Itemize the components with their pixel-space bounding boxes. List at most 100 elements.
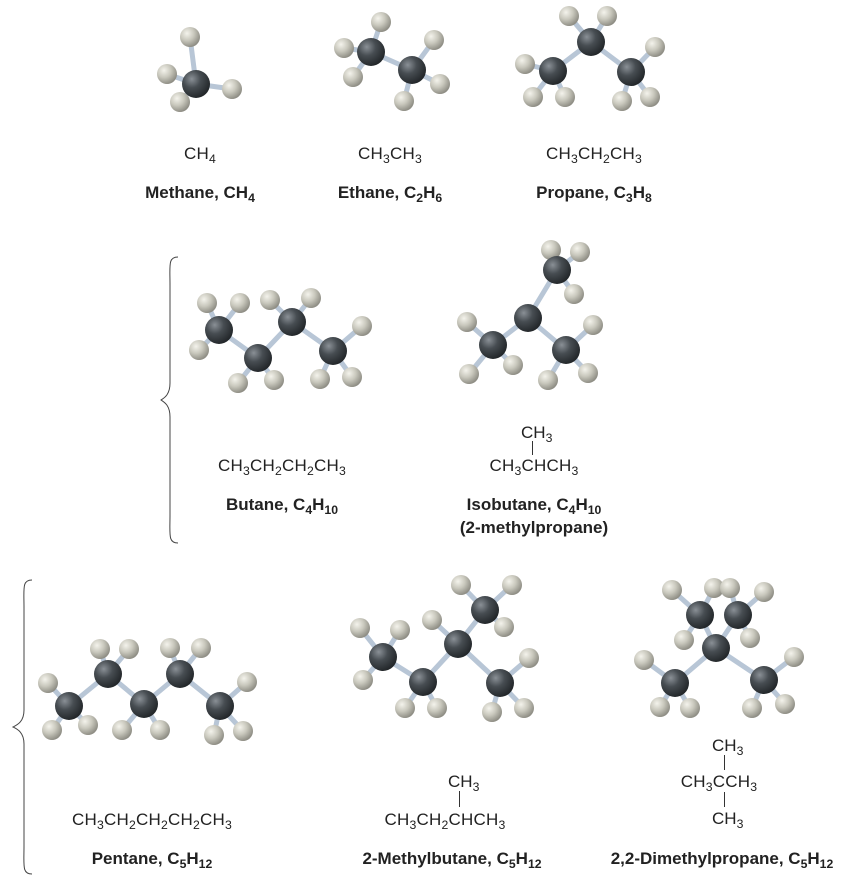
methane-hydrogen-atom: [157, 64, 177, 84]
pentane-hydrogen-atom: [119, 639, 139, 659]
methane-name: Methane, CH4: [145, 183, 255, 205]
propane-hydrogen-atom: [645, 37, 665, 57]
methylbutane-carbon-atom: [471, 596, 499, 624]
butane-hydrogen-atom: [352, 316, 372, 336]
isobutane-hydrogen-atom: [457, 312, 477, 332]
propane-hydrogen-atom: [640, 87, 660, 107]
methylbutane-carbon-atom: [444, 630, 472, 658]
dimethylpropane-hydrogen-atom: [674, 630, 694, 650]
methylbutane-carbon-atom: [409, 668, 437, 696]
butane-hydrogen-atom: [264, 370, 284, 390]
isobutane-branch-ch3: CH3: [521, 423, 553, 445]
dimethylpropane-carbon-atom: [702, 634, 730, 662]
isobutane-branch-bond: [532, 441, 533, 455]
isobutane-hydrogen-atom: [578, 363, 598, 383]
dimethylpropane-hydrogen-atom: [650, 697, 670, 717]
dimethylpropane-hydrogen-atom: [662, 580, 682, 600]
dimethylpropane-hydrogen-atom: [680, 698, 700, 718]
isobutane-hydrogen-atom: [564, 284, 584, 304]
pentane-hydrogen-atom: [112, 720, 132, 740]
brace-pentane-isomers: [12, 579, 33, 875]
pentane-hydrogen-atom: [237, 672, 257, 692]
isobutane-carbon-atom: [479, 331, 507, 359]
propane-carbon-atom: [539, 57, 567, 85]
dimethylpropane-carbon-atom: [750, 666, 778, 694]
butane-hydrogen-atom: [197, 293, 217, 313]
dimethylpropane-top-bond: [724, 755, 725, 770]
isobutane-name: Isobutane, C4H10: [466, 495, 602, 517]
dimethylpropane-hydrogen-atom: [754, 582, 774, 602]
pentane-carbon-atom: [166, 660, 194, 688]
butane-hydrogen-atom: [301, 288, 321, 308]
brace-butane-isomers: [160, 256, 179, 544]
methylbutane-formula: CH3CH2CHCH3: [384, 810, 506, 832]
methane-hydrogen-atom: [222, 79, 242, 99]
isobutane-carbon-atom: [552, 336, 580, 364]
pentane-hydrogen-atom: [204, 725, 224, 745]
ethane-hydrogen-atom: [334, 38, 354, 58]
ethane-hydrogen-atom: [343, 67, 363, 87]
methane-carbon-atom: [182, 70, 210, 98]
pentane-name: Pentane, C5H12: [91, 849, 213, 871]
methane-hydrogen-atom: [170, 92, 190, 112]
isobutane-hydrogen-atom: [503, 355, 523, 375]
isobutane-carbon-atom: [543, 256, 571, 284]
pentane-hydrogen-atom: [42, 720, 62, 740]
isobutane-hydrogen-atom: [583, 315, 603, 335]
ethane-hydrogen-atom: [371, 12, 391, 32]
dimethylpropane-hydrogen-atom: [775, 694, 795, 714]
methylbutane-hydrogen-atom: [502, 575, 522, 595]
dimethylpropane-branch-bottom-ch3: CH3: [712, 809, 744, 831]
pentane-hydrogen-atom: [90, 639, 110, 659]
dimethylpropane-hydrogen-atom: [704, 578, 724, 598]
ethane-hydrogen-atom: [394, 91, 414, 111]
methylbutane-carbon-atom: [486, 669, 514, 697]
methylbutane-branch-bond: [459, 791, 460, 807]
isobutane-hydrogen-atom: [538, 370, 558, 390]
methane-formula: CH4: [184, 144, 216, 166]
dimethylpropane-formula: CH3CCH3: [680, 772, 758, 794]
propane-name: Propane, C3H8: [536, 183, 652, 205]
methylbutane-hydrogen-atom: [395, 698, 415, 718]
isobutane-formula: CH3CHCH3: [489, 456, 579, 478]
dimethylpropane-bottom-bond: [724, 792, 725, 807]
ethane-formula: CH3CH3: [358, 144, 422, 166]
dimethylpropane-hydrogen-atom: [634, 650, 654, 670]
isobutane-carbon-atom: [514, 304, 542, 332]
pentane-hydrogen-atom: [233, 721, 253, 741]
butane-hydrogen-atom: [342, 367, 362, 387]
butane-carbon-atom: [205, 316, 233, 344]
methylbutane-name: 2-Methylbutane, C5H12: [362, 849, 542, 871]
ethane-carbon-atom: [357, 38, 385, 66]
methane-hydrogen-atom: [180, 27, 200, 47]
methylbutane-hydrogen-atom: [482, 702, 502, 722]
pentane-hydrogen-atom: [191, 638, 211, 658]
butane-formula: CH3CH2CH2CH3: [218, 456, 346, 478]
butane-hydrogen-atom: [310, 369, 330, 389]
propane-hydrogen-atom: [555, 87, 575, 107]
ethane-name: Ethane, C2H6: [337, 183, 443, 205]
propane-hydrogen-atom: [559, 6, 579, 26]
methylbutane-hydrogen-atom: [519, 648, 539, 668]
butane-name: Butane, C4H10: [225, 495, 339, 517]
dimethylpropane-hydrogen-atom: [742, 698, 762, 718]
propane-carbon-atom: [617, 58, 645, 86]
pentane-hydrogen-atom: [38, 673, 58, 693]
propane-hydrogen-atom: [515, 54, 535, 74]
butane-carbon-atom: [319, 337, 347, 365]
isobutane-alt-name: (2-methylpropane): [459, 518, 609, 537]
pentane-hydrogen-atom: [78, 715, 98, 735]
butane-carbon-atom: [278, 308, 306, 336]
pentane-carbon-atom: [130, 690, 158, 718]
dimethylpropane-branch-top-ch3: CH3: [712, 736, 744, 758]
methylbutane-hydrogen-atom: [427, 698, 447, 718]
isobutane-hydrogen-atom: [570, 242, 590, 262]
dimethylpropane-carbon-atom: [661, 669, 689, 697]
pentane-hydrogen-atom: [160, 638, 180, 658]
propane-carbon-atom: [577, 28, 605, 56]
dimethylpropane-hydrogen-atom: [784, 647, 804, 667]
dimethylpropane-carbon-atom: [686, 601, 714, 629]
methylbutane-hydrogen-atom: [514, 698, 534, 718]
